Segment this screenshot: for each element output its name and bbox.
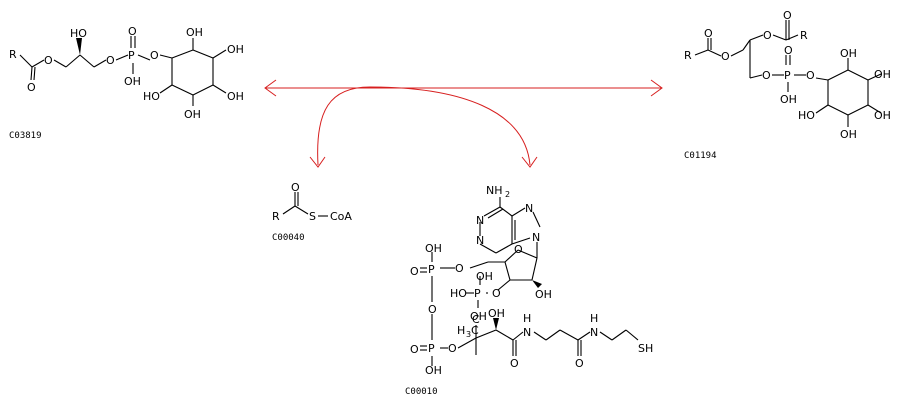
- p-alpha: P: [428, 263, 435, 276]
- p-atom-1: P: [784, 69, 791, 82]
- oh-panto: OH: [488, 307, 505, 320]
- o-ester: O: [44, 54, 53, 67]
- compound-c00040: R O S CoA C00040: [272, 181, 352, 243]
- p-ribose: P: [474, 287, 481, 300]
- right-arrowhead: [650, 79, 663, 97]
- nh2-label: NH: [486, 184, 503, 197]
- o-amide-2: O: [575, 357, 584, 370]
- o-carbonyl: O: [27, 81, 36, 94]
- reaction-arrows: [264, 79, 663, 168]
- nh-amide-1-h: H: [523, 312, 531, 325]
- left-arrowhead: [264, 79, 277, 97]
- acylcoa-arrowhead: [309, 156, 326, 168]
- oh-phos: OH: [124, 75, 141, 88]
- p-beta: P: [428, 342, 435, 355]
- oh-glycerol: HO: [70, 27, 87, 40]
- o-carbonyl-1: O: [704, 27, 713, 40]
- o-amide-1: O: [510, 357, 519, 370]
- coa-label: CoA: [330, 210, 352, 223]
- oh-ring-1b: OH: [840, 47, 857, 60]
- oh-ring-3b: OH: [874, 109, 891, 122]
- oh-phos-beta: OH: [425, 364, 442, 377]
- o-phos-top: O: [128, 25, 137, 38]
- compound-c03819: R O O HO O P O OH O OH OH OH OH HO C0381…: [9, 25, 244, 141]
- p-atom: P: [128, 49, 135, 62]
- o-bridge: O: [428, 303, 437, 316]
- compound-id-c00040: C00040: [272, 233, 305, 243]
- compound-id-c01194: C01194: [684, 151, 717, 161]
- oh-ribose: OH: [535, 288, 552, 301]
- curve-arrow-coa: [369, 86, 531, 166]
- nh2-subscript: 2: [505, 190, 510, 199]
- oh-ring-2: OH: [227, 43, 244, 56]
- o-ester-1: O: [721, 50, 730, 63]
- nh-amide-2-h: H: [590, 312, 598, 325]
- o-phos-alpha-dbl: O: [410, 265, 419, 278]
- s-atom: S: [309, 210, 316, 223]
- oh-ribose-phos-top: OH: [476, 270, 493, 283]
- n-adenine-7: N: [525, 202, 533, 215]
- ho-ring-5: HO: [143, 90, 160, 103]
- o-ribose-3: O: [492, 287, 501, 300]
- o-ribose-ring: O: [514, 243, 523, 256]
- o-ring-link: O: [150, 49, 159, 62]
- compound-c01194: R O O O O R O P O OH O OH OH OH OH HO C0…: [684, 9, 891, 161]
- ch3-label-2: C: [472, 313, 480, 326]
- oh-ring-2b: OH: [874, 68, 891, 81]
- n-adenine-3: N: [476, 234, 484, 247]
- h3c-sub-1: 3: [466, 330, 471, 339]
- compound-c00010: NH 2 N N N N O OH O O P OH HO OH OH O P …: [405, 184, 653, 397]
- o-link: O: [106, 54, 115, 67]
- r-label-acyl: R: [272, 210, 280, 223]
- o-phos-top-1: O: [784, 44, 793, 57]
- oh-phos-alpha: OH: [425, 242, 442, 255]
- nh-amide-2-n: N: [590, 326, 598, 339]
- coa-arrowhead: [521, 156, 538, 168]
- o-ester-2: O: [763, 29, 772, 42]
- o-link-1: O: [762, 69, 771, 82]
- o-carbonyl-acyl: O: [291, 181, 300, 194]
- oh-ribose-phos-bot: OH: [470, 310, 487, 323]
- compound-id-c03819: C03819: [9, 131, 42, 141]
- ho-ring-5b: HO: [798, 109, 815, 122]
- nh-amide-1-n: N: [523, 326, 531, 339]
- oh-phos-1: OH: [780, 93, 797, 106]
- oh-ring-3: OH: [227, 90, 244, 103]
- oh-ring-4b: OH: [840, 128, 857, 141]
- o-phos-beta-dbl: O: [410, 343, 419, 356]
- compound-id-c00010: C00010: [405, 387, 438, 397]
- n-adenine-1: N: [476, 214, 484, 227]
- o-ribose-5: O: [455, 262, 464, 275]
- oh-ring-4: OH: [184, 108, 201, 121]
- n-adenine-9: N: [532, 231, 540, 244]
- c-label-1: C: [471, 324, 479, 337]
- o-ring-link-1: O: [806, 69, 815, 82]
- oh-ring-1: OH: [186, 26, 203, 39]
- o-panto: O: [448, 342, 457, 355]
- o-carbonyl-2: O: [783, 9, 792, 22]
- curve-arrow-acylcoa: [317, 86, 371, 166]
- sh-label: SH: [638, 342, 653, 355]
- r-label-2: R: [800, 29, 808, 42]
- h3c-label-1: H: [457, 324, 465, 337]
- r-label-1: R: [684, 49, 692, 62]
- r-label: R: [9, 48, 17, 61]
- ho-ribose-phos: HO: [450, 287, 467, 300]
